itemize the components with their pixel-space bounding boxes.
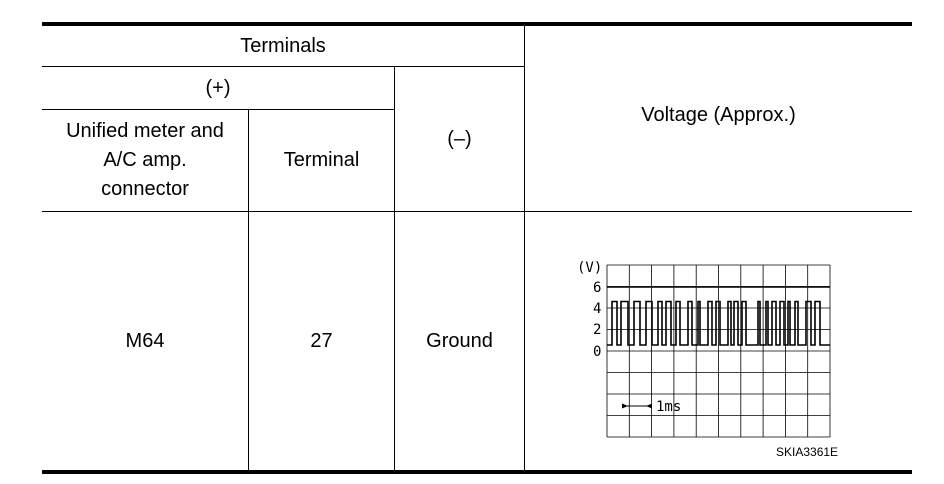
- table-bottom-border: [42, 470, 912, 474]
- col-divider-terminal: [394, 67, 395, 472]
- cell-connector: M64: [125, 329, 165, 352]
- scope-grid: [606, 264, 831, 438]
- time-arrow-left: [622, 403, 628, 409]
- y-tick-6: 6: [593, 280, 601, 296]
- cell-minus: Ground: [426, 329, 493, 352]
- unit-label: (V): [577, 260, 602, 276]
- rule-under-header: [42, 211, 912, 212]
- header-voltage: Voltage (Approx.): [641, 103, 796, 126]
- y-tick-4: 4: [593, 301, 601, 317]
- rule-under-plus: [42, 109, 394, 110]
- cell-terminal: 27: [310, 329, 333, 352]
- header-plus: (+): [205, 76, 231, 99]
- header-terminals: Terminals: [240, 34, 326, 57]
- header-connector: Unified meter and A/C amp. connector: [66, 120, 224, 200]
- y-tick-2: 2: [593, 322, 601, 338]
- header-minus: (–): [447, 127, 472, 150]
- figure-id: SKIA3361E: [776, 445, 839, 459]
- rule-under-terminals: [42, 66, 524, 67]
- table-top-border: [42, 22, 912, 26]
- time-label: 1ms: [656, 399, 681, 415]
- col-divider-voltage: [524, 26, 525, 472]
- pulse-trace: [607, 300, 830, 346]
- time-arrow-right: [646, 403, 652, 409]
- y-tick-0: 0: [593, 344, 601, 360]
- col-divider-connector: [248, 110, 249, 472]
- header-terminal: Terminal: [283, 149, 360, 171]
